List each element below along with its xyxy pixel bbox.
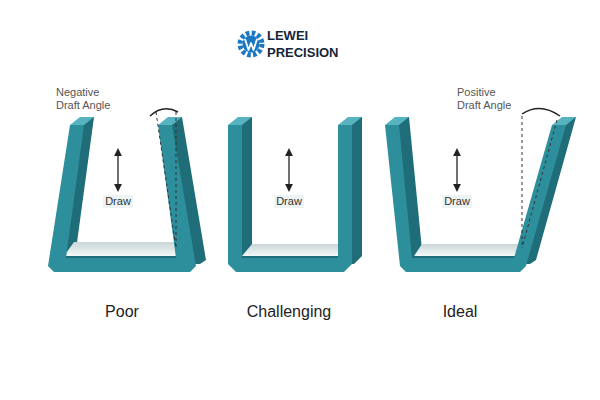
gear-teeth (240, 33, 262, 55)
logo-name: LEWEI (267, 29, 308, 44)
quality-caption: Ideal (443, 303, 478, 321)
draw-arrow (456, 152, 457, 188)
draft-label: Negative Draft Angle (56, 86, 118, 111)
logo-icon (240, 33, 262, 55)
draw-arrow (117, 152, 118, 188)
draw-arrow (288, 152, 289, 188)
quality-caption: Challenging (247, 303, 332, 321)
part-front (228, 125, 352, 272)
logo-name: PRECISION (267, 46, 339, 61)
reference-line (522, 116, 523, 248)
wall-top (552, 117, 576, 125)
wall-top (228, 117, 252, 125)
u-part-challenging (228, 117, 362, 272)
draw-label: Draw (442, 195, 472, 208)
draft-line (156, 112, 176, 248)
draw-label: Draw (274, 195, 304, 208)
gear-mark (245, 39, 257, 50)
angle-arc (522, 108, 560, 116)
part-front (385, 125, 566, 272)
part-floor (242, 244, 348, 256)
wall-top (158, 117, 182, 125)
draft-label: Positive Draft Angle (457, 86, 519, 111)
wall-top (70, 117, 94, 125)
u-part-poor (48, 109, 206, 272)
reference-line (176, 112, 177, 248)
wall-top (338, 117, 362, 125)
u-part-ideal (385, 108, 576, 272)
part-floor (64, 242, 186, 256)
quality-caption: Poor (105, 303, 139, 321)
angle-arc (150, 109, 178, 116)
part-floor (414, 244, 526, 256)
gear-body (243, 36, 260, 53)
part-front (48, 125, 196, 272)
draft-line (522, 120, 557, 248)
wall-top (385, 117, 409, 125)
draw-label: Draw (103, 195, 133, 208)
